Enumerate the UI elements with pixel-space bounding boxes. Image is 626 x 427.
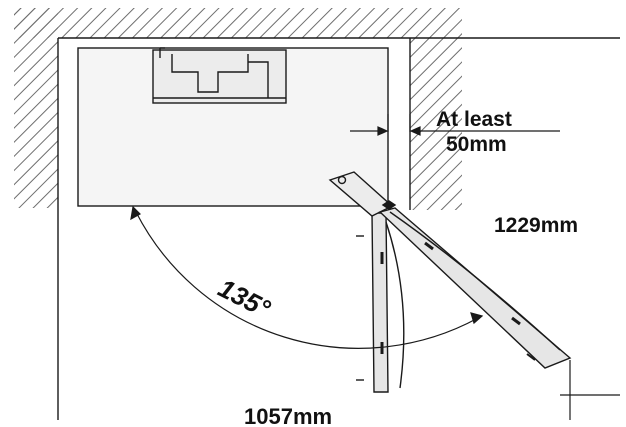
clearance-label-line1: At least [436,108,512,131]
clearance-dimension [350,114,560,136]
clearance-label-line2: 50mm [446,133,507,156]
wall-outline [57,37,620,420]
closed-door [356,212,405,393]
wall-hatching [14,8,462,210]
width-dimension [560,360,620,420]
angle-label: 135° [214,273,276,324]
open-door [328,171,572,369]
width-dimension-label: 1057mm [244,404,332,427]
angle-arc [130,205,484,349]
rear-component [152,47,287,104]
height-dimension-label: 1229mm [494,214,578,237]
